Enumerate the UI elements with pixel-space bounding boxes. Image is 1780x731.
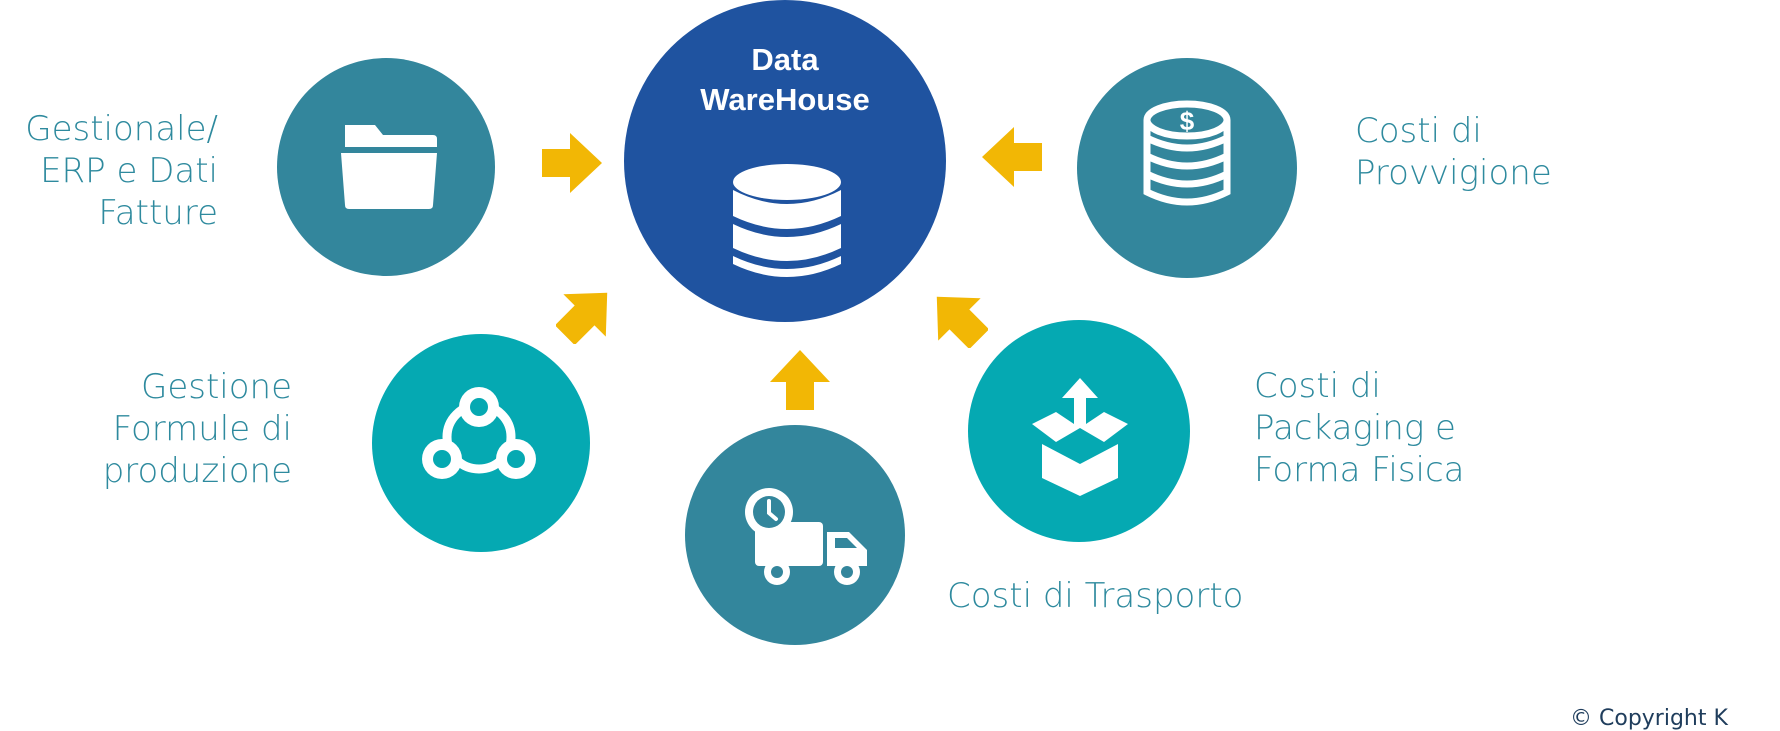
label-erp: Gestionale/ ERP e Dati Fatture bbox=[25, 109, 218, 233]
arrow-from-formule bbox=[556, 292, 608, 344]
network-nodes-icon bbox=[422, 387, 536, 479]
box-upload-icon bbox=[1032, 378, 1128, 496]
folder-icon bbox=[341, 125, 437, 209]
source-circle-formule bbox=[372, 334, 590, 552]
arrow-from-erp bbox=[542, 133, 602, 193]
source-circle-packaging bbox=[968, 320, 1190, 542]
arrow-from-provvigione bbox=[982, 127, 1042, 187]
arrow-from-trasporto bbox=[770, 350, 830, 410]
copyright-text: © Copyright K bbox=[1570, 706, 1728, 731]
delivery-truck-clock-icon bbox=[745, 488, 867, 585]
data-warehouse-title: Data WareHouse bbox=[700, 42, 870, 117]
label-trasporto: Costi di Trasporto bbox=[947, 576, 1244, 616]
label-provvigione: Costi di Provvigione bbox=[1355, 111, 1552, 193]
arrow-from-packaging bbox=[936, 296, 988, 348]
database-icon bbox=[733, 164, 841, 277]
coins-dollar-icon: $ bbox=[1143, 100, 1231, 206]
label-packaging: Costi di Packaging e Forma Fisica bbox=[1254, 366, 1465, 490]
label-formule: Gestione Formule di produzione bbox=[102, 367, 292, 491]
data-warehouse-circle bbox=[624, 0, 946, 322]
svg-text:$: $ bbox=[1180, 106, 1195, 136]
